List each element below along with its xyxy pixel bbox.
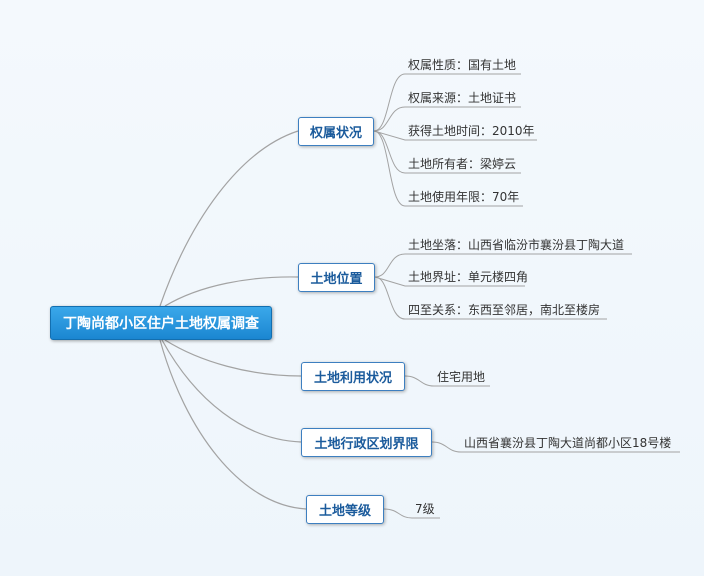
leaf-four-sides[interactable]: 四至关系：东西至邻居，南北至楼房 — [408, 303, 601, 317]
connector-b3-leaf-1 — [404, 375, 490, 387]
leaf-admin-boundary[interactable]: 山西省襄汾县丁陶大道尚都小区18号楼 — [464, 436, 672, 450]
branch-administrative-boundary[interactable]: 土地行政区划界限 — [301, 428, 432, 457]
connector-b1-leaf-4 — [373, 130, 521, 174]
leaf-land-address[interactable]: 土地坐落：山西省临汾市襄汾县丁陶大道 — [408, 238, 625, 252]
connector-root-branch-1 — [159, 130, 299, 307]
connector-b5-leaf-1 — [383, 508, 440, 519]
leaf-land-boundary[interactable]: 土地界址：单元楼四角 — [408, 270, 529, 284]
leaf-land-grade[interactable]: 7级 — [415, 502, 435, 516]
connector-b2-leaf-1 — [374, 253, 632, 278]
connector-root-branch-3 — [164, 339, 302, 377]
leaf-land-owner[interactable]: 土地所有者：梁婷云 — [408, 157, 517, 171]
connector-b4-leaf-1 — [431, 441, 680, 453]
connector-b1-leaf-3 — [373, 130, 537, 141]
leaf-acquisition-time[interactable]: 获得土地时间：2010年 — [408, 124, 535, 138]
branch-land-location[interactable]: 土地位置 — [298, 263, 375, 292]
leaf-ownership-source[interactable]: 权属来源：土地证书 — [408, 91, 517, 105]
leaf-usage-term[interactable]: 土地使用年限：70年 — [408, 190, 520, 204]
branch-land-grade[interactable]: 土地等级 — [306, 495, 384, 524]
branch-land-use-status[interactable]: 土地利用状况 — [301, 362, 405, 391]
branch-ownership-status[interactable]: 权属状况 — [298, 117, 374, 146]
connector-b2-leaf-2 — [374, 276, 525, 287]
connector-root-branch-2 — [164, 276, 299, 307]
connector-b1-leaf-5 — [373, 130, 523, 207]
connector-root-branch-4 — [161, 339, 302, 443]
leaf-land-use[interactable]: 住宅用地 — [437, 370, 486, 384]
leaf-ownership-nature[interactable]: 权属性质：国有土地 — [408, 58, 517, 72]
connector-root-branch-5 — [159, 339, 307, 510]
connector-b1-leaf-2 — [373, 106, 521, 132]
root-topic[interactable]: 丁陶尚都小区住户土地权属调查 — [50, 306, 272, 340]
connector-b1-leaf-1 — [373, 73, 521, 132]
connector-b2-leaf-3 — [374, 276, 607, 320]
